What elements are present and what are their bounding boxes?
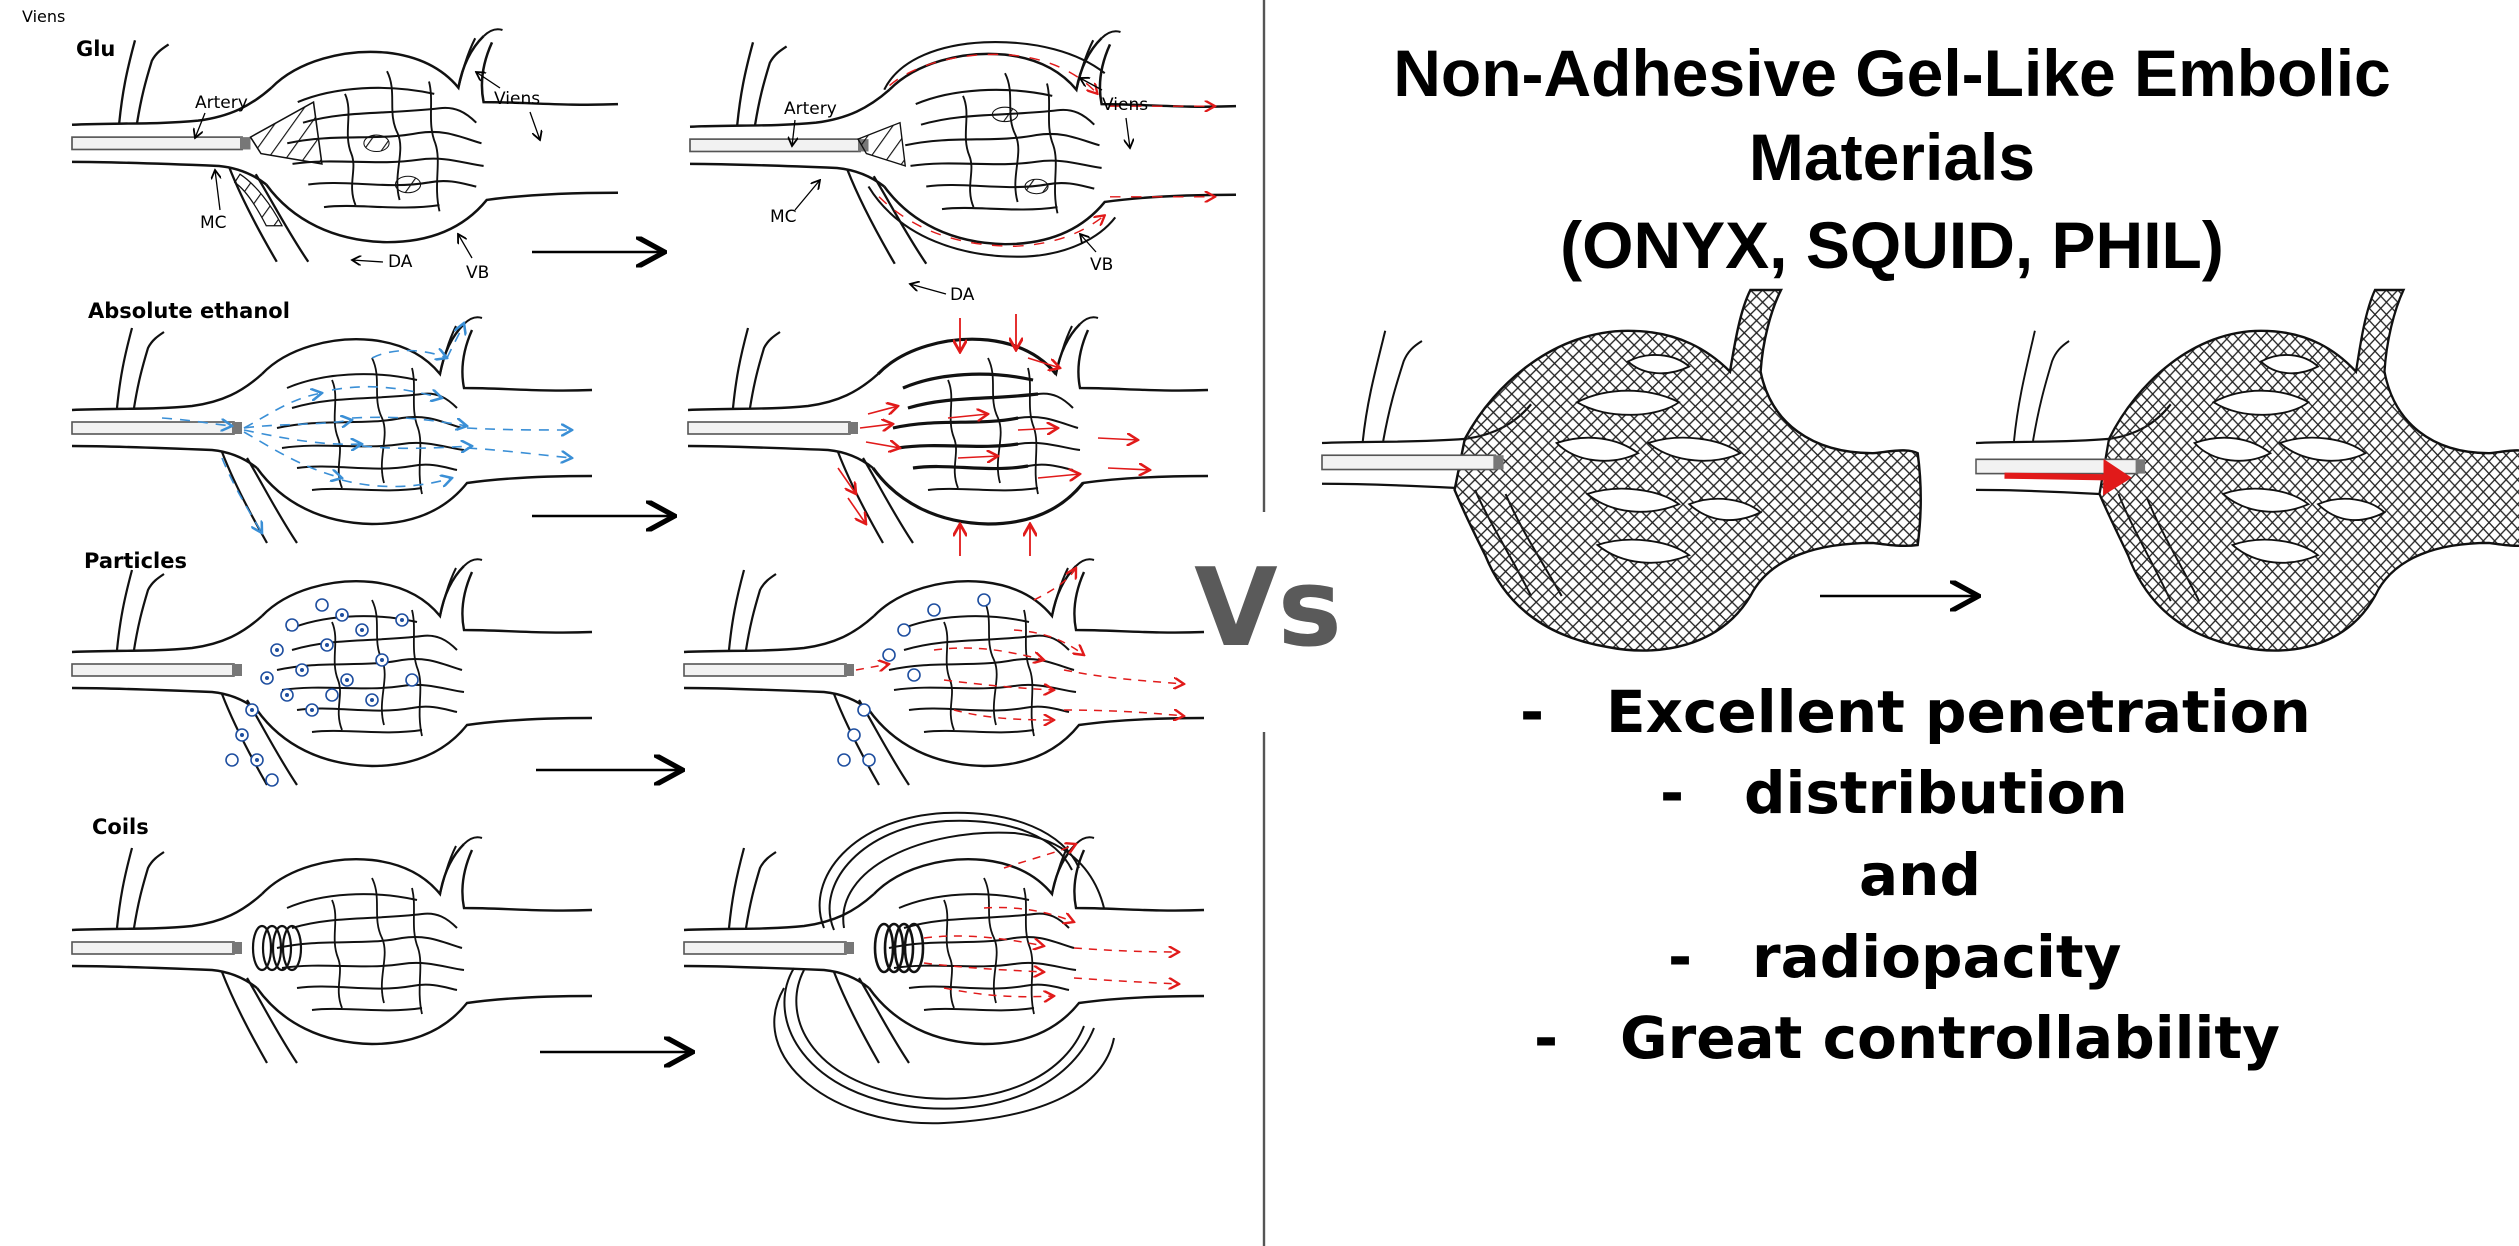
label-viens-after: Viens: [1102, 95, 1148, 115]
particles-after-diagram: [682, 558, 1206, 787]
label-mc: MC: [200, 213, 227, 233]
ethanol-after-diagram: [686, 316, 1210, 545]
bullet-text-2: distribution: [1744, 759, 2128, 827]
label-da: DA: [388, 252, 413, 272]
row-title-particles: Particles: [84, 549, 187, 573]
bullet-dash-1: -: [1520, 678, 1544, 746]
label-artery: Artery: [195, 93, 248, 113]
row-title-coils: Coils: [92, 815, 149, 839]
injection-arrow: [2004, 458, 2132, 496]
label-vb: VB: [466, 263, 489, 283]
label-artery-after: Artery: [784, 99, 837, 119]
bullet-text-4: radiopacity: [1752, 923, 2121, 991]
bullet-text-5: Great controllability: [1620, 1004, 2280, 1072]
coils-after-diagram: [682, 811, 1206, 1125]
bullet-dash-2: -: [1660, 759, 1684, 827]
bullet-text-3: and: [1859, 841, 1981, 909]
label-mc-after: MC: [770, 207, 797, 227]
title-line-1: Non-Adhesive Gel-Like Embolic: [1393, 36, 2391, 110]
glu-after-labels: Artery Viens MC DA VB: [770, 78, 1148, 305]
onyx-after-diagram: [1975, 288, 2519, 652]
vs-label: Vs: [1194, 546, 1342, 671]
bullet-list: - Excellent penetration - distribution a…: [1520, 678, 2311, 1072]
glu-before-diagram: [70, 27, 620, 264]
onyx-before-diagram: [1321, 288, 1922, 652]
glu-after-diagram: [688, 29, 1238, 266]
title-line-3: (ONYX, SQUID, PHIL): [1560, 208, 2224, 282]
row-title-ethanol: Absolute ethanol: [88, 299, 290, 323]
particles-before-diagram: [70, 558, 594, 787]
title-line-2: Materials: [1749, 120, 2035, 194]
bullet-dash-5: -: [1534, 1004, 1558, 1072]
bullet-text-1: Excellent penetration: [1606, 678, 2311, 746]
label-viens: Viens: [494, 89, 540, 109]
coils-before-diagram: [70, 836, 594, 1065]
row-title-glu: Glu: [76, 37, 115, 61]
corner-label: Viens: [22, 7, 65, 26]
bullet-dash-4: -: [1668, 923, 1692, 991]
label-da-after: DA: [950, 285, 975, 305]
ethanol-before-diagram: [70, 316, 594, 545]
glu-before-labels: Artery Viens MC DA VB: [195, 72, 540, 283]
pressure-arrows: [960, 314, 1030, 556]
label-vb-after: VB: [1090, 255, 1113, 275]
